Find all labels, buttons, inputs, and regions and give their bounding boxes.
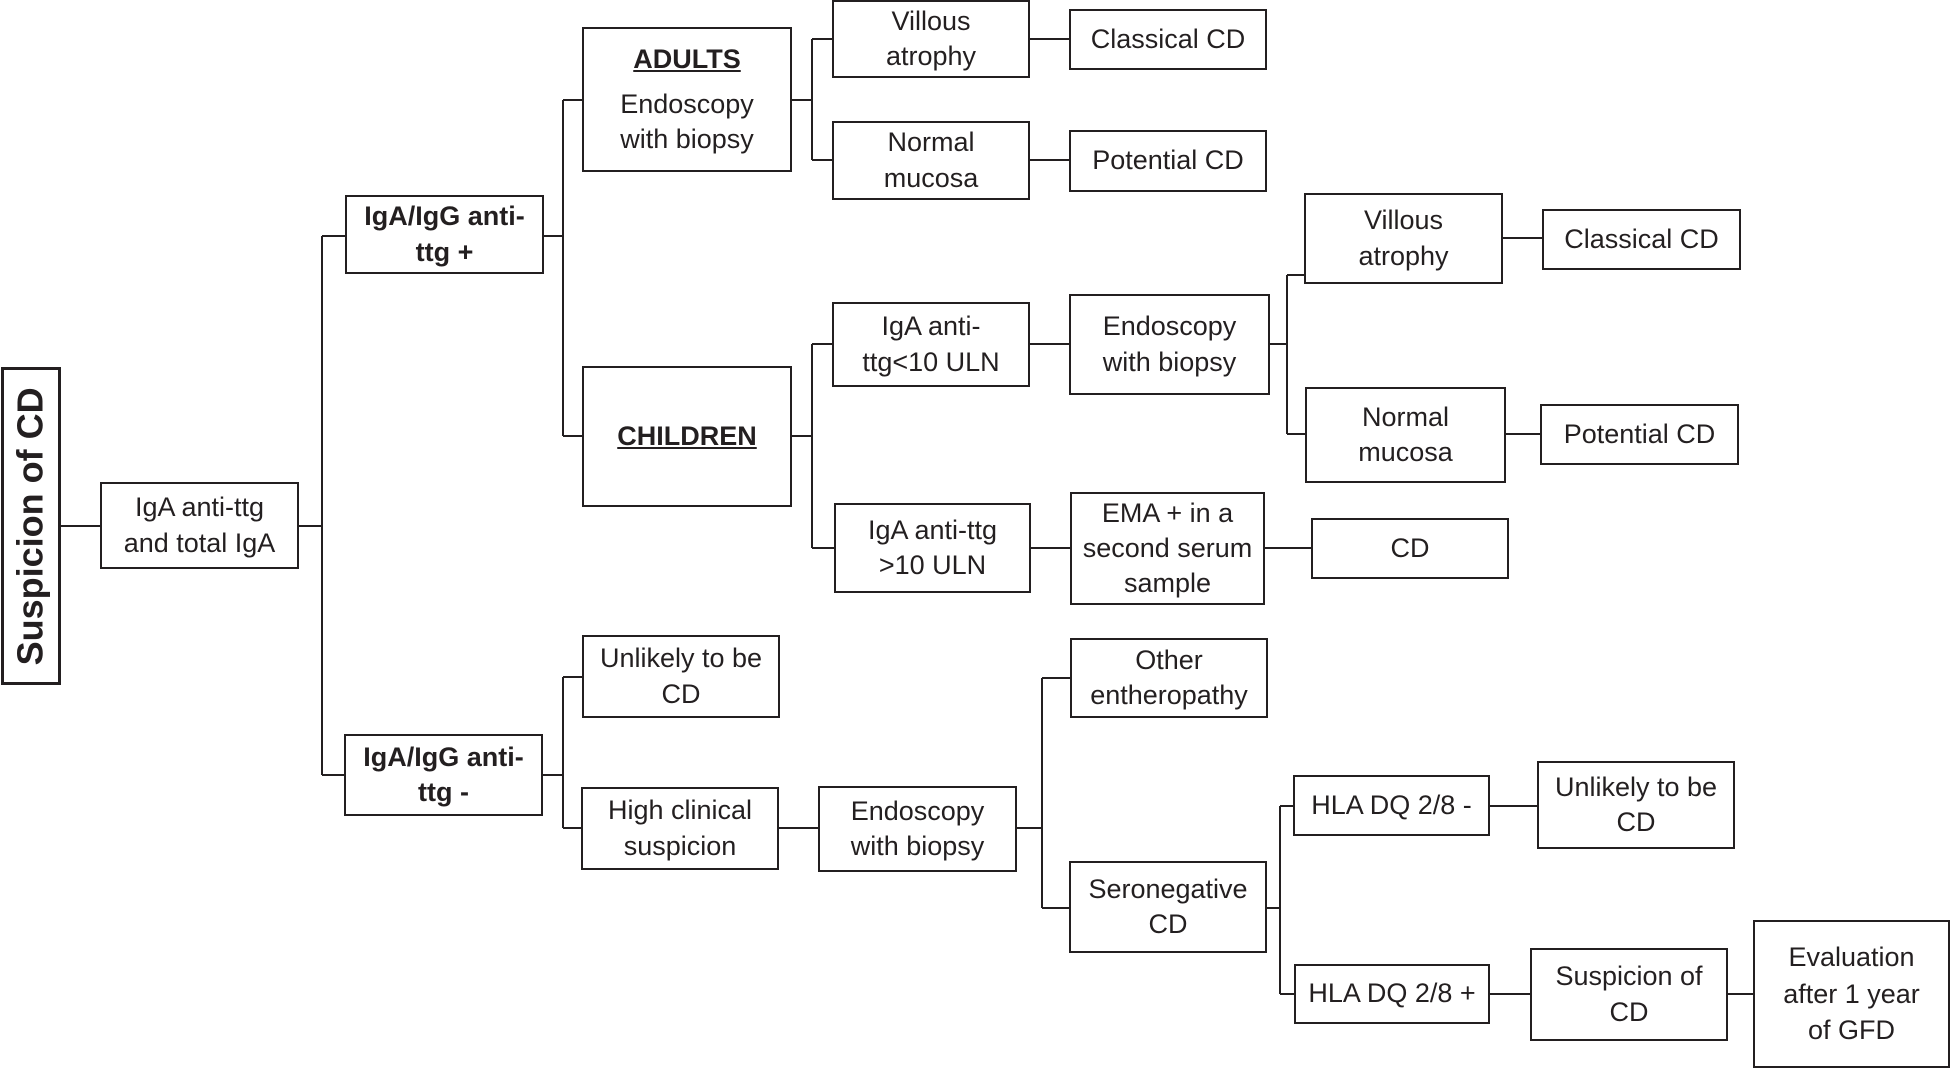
node-label: Classical CD (1090, 23, 1246, 54)
node-label: IgA/IgG anti- ttg - (363, 741, 524, 807)
node-label: Villous atrophy (885, 5, 977, 71)
node-neg-high-clinical-suspicion: High clinical suspicion (581, 787, 779, 870)
node-label: IgA anti-ttg and total IgA (123, 492, 276, 558)
node-children-potential-cd: Potential CD (1540, 404, 1739, 465)
node-adults: ADULTS Endoscopy with biopsy (582, 27, 792, 172)
node-label: Suspicion of CD (9, 386, 51, 665)
node-label: Suspicion of CD (1555, 961, 1703, 1027)
connector (792, 38, 832, 161)
node-label: Seronegative CD (1088, 873, 1248, 939)
node-label: IgA/IgG anti- ttg + (364, 201, 525, 267)
node-label: Classical CD (1564, 223, 1719, 254)
node-anti-ttg-positive: IgA/IgG anti- ttg + (345, 195, 544, 274)
node-neg-evaluation-after-gfd: Evaluation after 1 year of GFD (1753, 920, 1950, 1068)
node-label: Villous atrophy (1358, 205, 1449, 271)
node-adults-potential-cd: Potential CD (1069, 130, 1267, 192)
node-heading: ADULTS (633, 43, 741, 74)
node-label: HLA DQ 2/8 - (1311, 789, 1472, 820)
node-label: High clinical suspicion (607, 795, 753, 861)
node-label: Endoscopy with biopsy (850, 795, 985, 861)
node-children-cd: CD (1311, 518, 1509, 579)
node-adults-classical-cd: Classical CD (1069, 9, 1267, 70)
node-neg-seronegative-cd: Seronegative CD (1069, 861, 1267, 953)
connector (1017, 677, 1070, 909)
connector (792, 343, 834, 549)
node-label: Potential CD (1092, 145, 1244, 176)
node-neg-hla-negative: HLA DQ 2/8 - (1293, 775, 1490, 836)
node-children-ema: EMA + in a second serum sample (1070, 492, 1265, 605)
connector (298, 235, 345, 776)
node-suspicion-of-cd: Suspicion of CD (1, 367, 61, 685)
node-label: Endoscopy with biopsy (1102, 311, 1237, 377)
node-iga-anti-ttg-total-iga: IgA anti-ttg and total IgA (100, 482, 299, 569)
connector (1267, 805, 1294, 995)
node-label: Unlikely to be CD (599, 643, 763, 709)
node-children-classical-cd: Classical CD (1542, 209, 1741, 270)
connector (1270, 274, 1305, 435)
node-neg-hla-positive: HLA DQ 2/8 + (1294, 964, 1490, 1024)
node-neg-other-entheropathy: Other entheropathy (1070, 638, 1268, 718)
node-label: Evaluation after 1 year of GFD (1783, 942, 1920, 1046)
node-label: IgA anti-ttg >10 ULN (867, 514, 998, 580)
node-label: Normal mucosa (1358, 401, 1453, 467)
node-children-endoscopy: Endoscopy with biopsy (1069, 294, 1270, 395)
node-label: HLA DQ 2/8 + (1308, 978, 1476, 1009)
connector (543, 99, 582, 437)
node-label: Endoscopy with biopsy (620, 88, 754, 155)
node-neg-hla-negative-unlikely: Unlikely to be CD (1537, 761, 1735, 849)
node-label: Other entheropathy (1090, 644, 1248, 710)
node-neg-suspicion-of-cd: Suspicion of CD (1530, 948, 1728, 1041)
node-children-villous-atrophy: Villous atrophy (1304, 193, 1503, 284)
node-children-low-titer: IgA anti- ttg<10 ULN (832, 302, 1030, 387)
node-heading: CHILDREN (617, 420, 757, 451)
node-label: IgA anti- ttg<10 ULN (862, 311, 1000, 377)
node-adults-normal-mucosa: Normal mucosa (832, 121, 1030, 200)
node-label: EMA + in a second serum sample (1082, 497, 1253, 599)
node-label: Normal mucosa (883, 127, 979, 193)
node-children-normal-mucosa: Normal mucosa (1305, 387, 1506, 483)
node-label: CD (1390, 532, 1430, 563)
node-label: Potential CD (1563, 418, 1716, 449)
connector (542, 676, 582, 829)
node-neg-endoscopy: Endoscopy with biopsy (818, 786, 1017, 872)
node-children: CHILDREN (582, 366, 792, 507)
node-children-high-titer: IgA anti-ttg >10 ULN (834, 503, 1031, 593)
node-adults-villous-atrophy: Villous atrophy (832, 0, 1030, 78)
node-label: Unlikely to be CD (1554, 771, 1718, 837)
node-neg-unlikely-cd: Unlikely to be CD (582, 635, 780, 718)
node-anti-ttg-negative: IgA/IgG anti- ttg - (344, 734, 543, 816)
